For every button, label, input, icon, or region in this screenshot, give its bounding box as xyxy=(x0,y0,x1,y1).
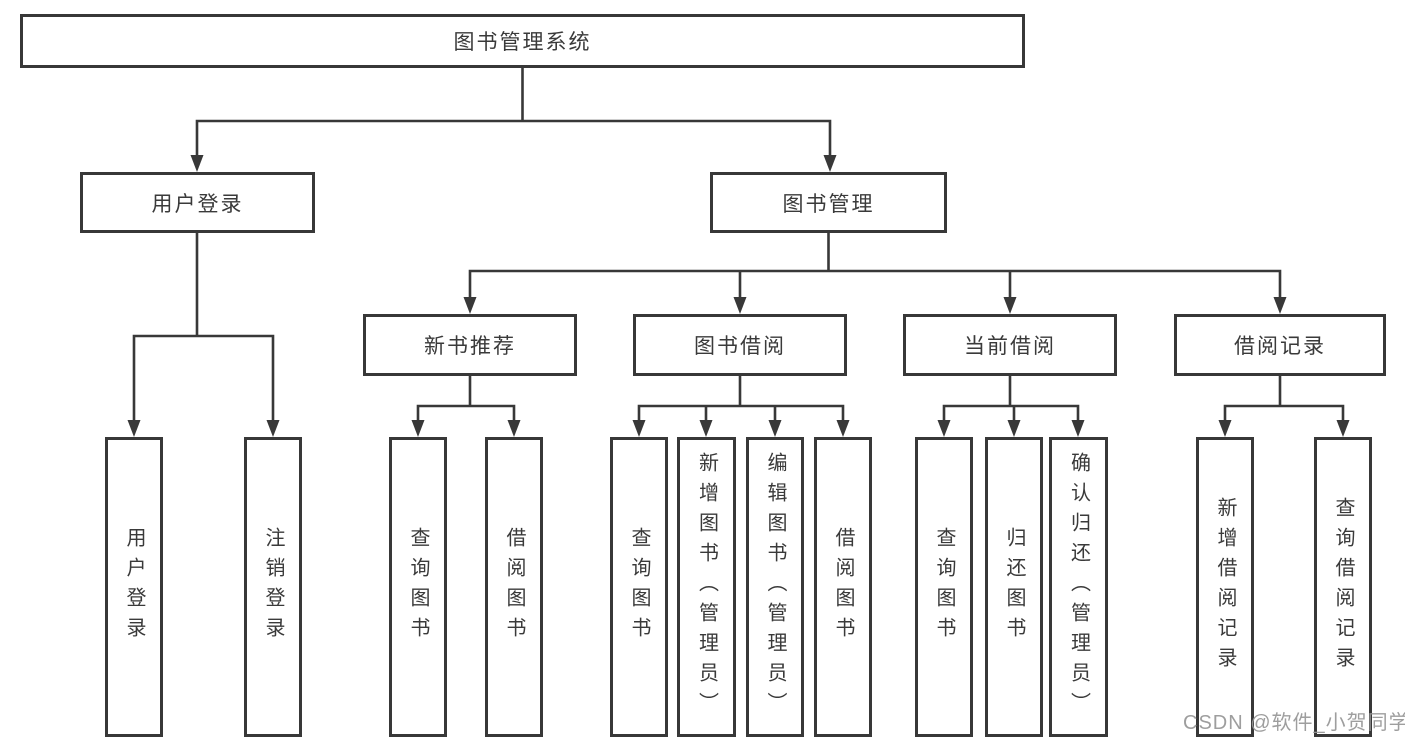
leaf-query-books-recommend: 查询图书 xyxy=(389,437,447,737)
node-new-book-recommend: 新书推荐 xyxy=(363,314,577,376)
leaf-borrow-books: 借阅图书 xyxy=(814,437,872,737)
node-current-borrow: 当前借阅 xyxy=(903,314,1117,376)
leaf-label: 查询借阅记录 xyxy=(1332,497,1354,677)
leaf-label: 借阅图书 xyxy=(832,527,854,647)
leaf-label: 确认归还（管理员） xyxy=(1067,452,1090,722)
leaf-logout: 注销登录 xyxy=(244,437,302,737)
node-user-login: 用户登录 xyxy=(80,172,315,233)
leaf-label: 借阅图书 xyxy=(503,527,525,647)
leaf-user-login: 用户登录 xyxy=(105,437,163,737)
node-root: 图书管理系统 xyxy=(20,14,1025,68)
leaf-add-borrow-record: 新增借阅记录 xyxy=(1196,437,1254,737)
leaf-label: 查询图书 xyxy=(407,527,429,647)
leaf-add-book-admin: 新增图书（管理员） xyxy=(677,437,736,737)
leaf-confirm-return-admin: 确认归还（管理员） xyxy=(1049,437,1108,737)
leaf-return-book: 归还图书 xyxy=(985,437,1043,737)
csdn-watermark: CSDN @软件_小贺同学 xyxy=(1183,712,1405,734)
leaf-label: 查询图书 xyxy=(933,527,955,647)
leaf-label: 用户登录 xyxy=(123,527,145,647)
leaf-query-borrow-record: 查询借阅记录 xyxy=(1314,437,1372,737)
node-book-borrow: 图书借阅 xyxy=(633,314,847,376)
leaf-label: 新增借阅记录 xyxy=(1214,497,1236,677)
leaf-query-books-current: 查询图书 xyxy=(915,437,973,737)
node-book-management: 图书管理 xyxy=(710,172,947,233)
leaf-label: 新增图书（管理员） xyxy=(695,452,718,722)
leaf-borrow-books-recommend: 借阅图书 xyxy=(485,437,543,737)
node-borrow-records: 借阅记录 xyxy=(1174,314,1386,376)
leaf-label: 归还图书 xyxy=(1003,527,1025,647)
leaf-query-books-borrow: 查询图书 xyxy=(610,437,668,737)
leaf-edit-book-admin: 编辑图书（管理员） xyxy=(746,437,804,737)
leaf-label: 编辑图书（管理员） xyxy=(764,452,786,722)
leaf-label: 注销登录 xyxy=(262,527,284,647)
leaf-label: 查询图书 xyxy=(628,527,650,647)
